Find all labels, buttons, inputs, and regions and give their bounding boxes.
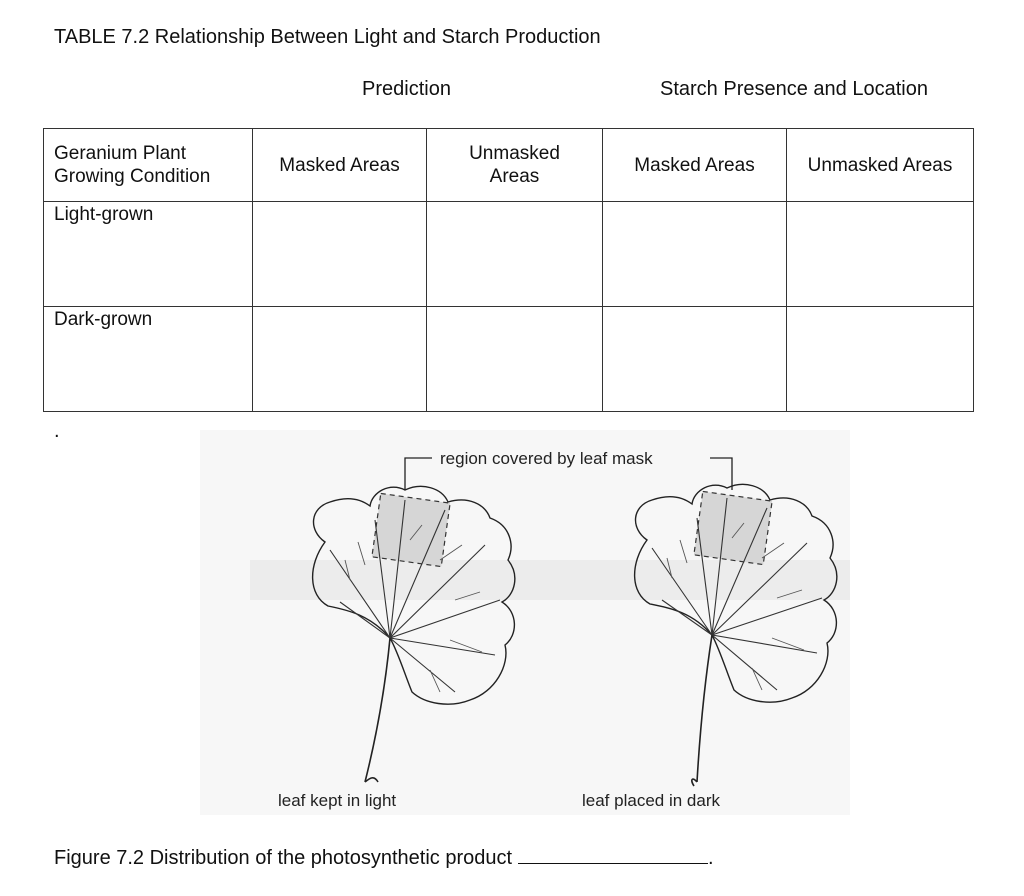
starch-group-header: Starch Presence and Location bbox=[660, 78, 928, 100]
figure-caption: Figure 7.2 Distribution of the photosynt… bbox=[54, 845, 714, 870]
cell-dark-predicted-masked[interactable] bbox=[252, 306, 427, 412]
mask-bracket-line bbox=[404, 457, 733, 490]
figure-caption-text: Figure 7.2 Distribution of the photosynt… bbox=[54, 847, 513, 869]
row-label-dark-grown: Dark-grown bbox=[43, 306, 253, 412]
cell-dark-predicted-unmasked[interactable] bbox=[426, 306, 603, 412]
cell-light-observed-masked[interactable] bbox=[602, 201, 787, 307]
cell-dark-observed-masked[interactable] bbox=[602, 306, 787, 412]
separator-dot: . bbox=[54, 420, 60, 442]
mask-label: region covered by leaf mask bbox=[440, 449, 653, 468]
figure-background-band bbox=[250, 560, 850, 600]
leaf-figure: region covered by leaf mask leaf kept in… bbox=[200, 430, 850, 815]
figure-caption-end: . bbox=[708, 847, 714, 869]
header-row: Geranium Plant Growing Condition Masked … bbox=[43, 128, 974, 202]
table-title: TABLE 7.2 Relationship Between Light and… bbox=[54, 26, 601, 48]
header-predicted-masked: Masked Areas bbox=[252, 128, 427, 202]
table-row: Dark-grown bbox=[43, 306, 974, 412]
cell-light-predicted-unmasked[interactable] bbox=[426, 201, 603, 307]
header-observed-unmasked: Unmasked Areas bbox=[786, 128, 974, 202]
cell-light-observed-unmasked[interactable] bbox=[786, 201, 974, 307]
right-leaf-label: leaf placed in dark bbox=[582, 791, 720, 810]
left-leaf-label: leaf kept in light bbox=[278, 791, 396, 810]
header-growing-condition: Geranium Plant Growing Condition bbox=[43, 128, 253, 202]
header-observed-masked: Masked Areas bbox=[602, 128, 787, 202]
figure-background bbox=[200, 430, 850, 815]
caption-blank-line[interactable] bbox=[518, 845, 709, 864]
cell-light-predicted-masked[interactable] bbox=[252, 201, 427, 307]
leaf-kept-in-light-drawing bbox=[311, 485, 516, 783]
header-predicted-unmasked: Unmasked Areas bbox=[426, 128, 603, 202]
table-row: Light-grown bbox=[43, 201, 974, 307]
prediction-group-header: Prediction bbox=[362, 78, 451, 100]
starch-table: Geranium Plant Growing Condition Masked … bbox=[43, 128, 974, 412]
leaf-placed-in-dark-drawing bbox=[633, 483, 838, 787]
row-label-light-grown: Light-grown bbox=[43, 201, 253, 307]
cell-dark-observed-unmasked[interactable] bbox=[786, 306, 974, 412]
